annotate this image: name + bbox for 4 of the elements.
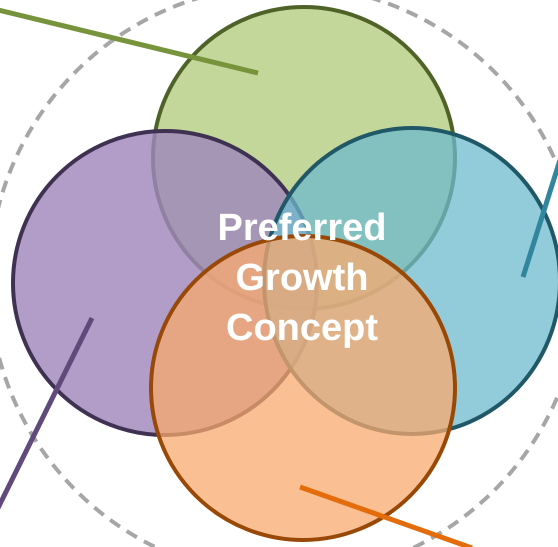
leader-line [0, 8, 259, 76]
leader-line [299, 484, 473, 547]
leader-line [0, 316, 94, 510]
leader-line [520, 159, 558, 278]
